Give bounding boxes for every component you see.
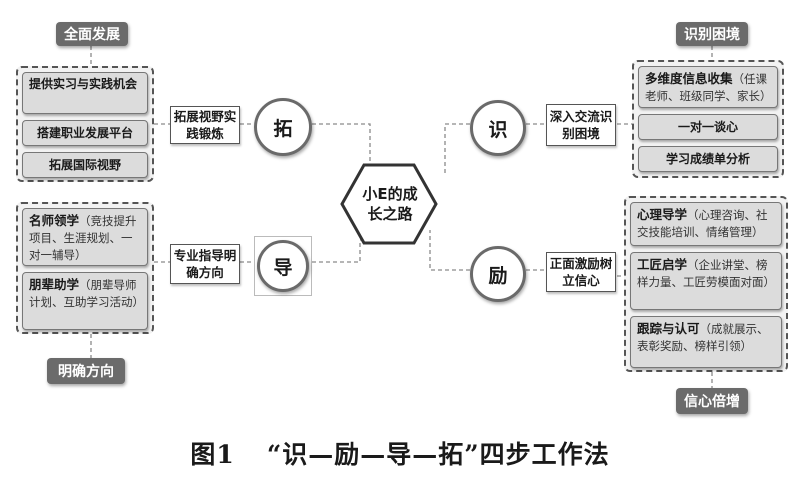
tag-label: 信心倍增 <box>684 394 740 410</box>
item-title: 名师领学 <box>29 213 80 228</box>
tag-label: 识别困境 <box>684 27 740 43</box>
item-desc: （心理咨询、社交技能培训、情绪管理） <box>637 208 768 239</box>
item-yiduiyi-tanxin: 一对一谈心 <box>638 114 778 140</box>
figure-number: 图1 <box>190 440 235 469</box>
item-text: 拓展国际视野 <box>48 157 121 172</box>
group-left-bottom: 名师领学（竞技提升项目、生涯规划、一对一辅导） 朋辈助学（朋辈导师计划、互助学习… <box>16 202 154 334</box>
label-zhuanye-zhidao: 专业指导明确方向 <box>170 244 240 284</box>
label-tuozhan-shiye: 拓展视野实践锻炼 <box>170 106 240 144</box>
item-xinli-daoxue: 心理导学（心理咨询、社交技能培训、情绪管理） <box>630 202 782 246</box>
tag-shibie-kunjing: 识别困境 <box>676 22 748 46</box>
circle-char: 拓 <box>273 117 293 140</box>
item-pengbei-zhuxue: 朋辈助学（朋辈导师计划、互助学习活动） <box>22 272 148 330</box>
figure-title: “识—励—导—拓”四步工作法 <box>266 440 610 469</box>
tag-label: 全面发展 <box>64 27 120 43</box>
label-text: 深入交流识别困境 <box>549 109 613 141</box>
item-title: 跟踪与认可 <box>637 321 700 336</box>
item-text: 一对一谈心 <box>677 119 738 134</box>
group-right-bottom: 心理导学（心理咨询、社交技能培训、情绪管理） 工匠启学（企业讲堂、榜样力量、工匠… <box>624 196 788 372</box>
item-mingshi-lingxue: 名师领学（竞技提升项目、生涯规划、一对一辅导） <box>22 208 148 266</box>
circle-dao-frame <box>254 236 312 296</box>
center-hexagon <box>340 163 438 245</box>
circle-char: 励 <box>488 264 508 287</box>
item-genzong-renke: 跟踪与认可（成就展示、表彰奖励、榜样引领） <box>630 316 782 368</box>
item-desc: （朋辈导师计划、互助学习活动） <box>29 278 144 309</box>
center-node-text: 小E的成长之路 <box>362 176 418 232</box>
circle-tuo: 拓 <box>254 98 312 156</box>
circle-li: 励 <box>470 246 526 302</box>
circle-char: 识 <box>488 118 508 141</box>
figure-caption: 图1 “识—励—导—拓”四步工作法 <box>0 433 800 473</box>
item-title: 朋辈助学 <box>29 277 80 292</box>
group-left-top: 提供实习与实践机会 搭建职业发展平台 拓展国际视野 <box>16 66 154 182</box>
item-guoji-shiye: 拓展国际视野 <box>22 152 148 178</box>
item-title: 心理导学 <box>637 207 688 222</box>
item-text: 学习成绩单分析 <box>665 151 750 166</box>
item-gongjiang-qixue: 工匠启学（企业讲堂、榜样力量、工匠劳模面对面） <box>630 252 782 310</box>
item-text: 搭建职业发展平台 <box>36 125 133 140</box>
item-desc: （竞技提升项目、生涯规划、一对一辅导） <box>29 214 137 262</box>
item-desc: （企业讲堂、榜样力量、工匠劳模面对面） <box>637 258 775 289</box>
label-zhengmian-jili: 正面激励树立信心 <box>546 252 616 292</box>
circle-char: 导 <box>273 256 293 279</box>
label-text: 专业指导明确方向 <box>173 248 237 280</box>
item-shixi-shijian: 提供实习与实践机会 <box>22 72 148 114</box>
item-text: 提供实习与实践机会 <box>29 77 138 91</box>
group-right-top: 多维度信息收集（任课老师、班级同学、家长） 一对一谈心 学习成绩单分析 <box>632 60 784 178</box>
tag-mingque-fangxiang: 明确方向 <box>47 358 125 384</box>
circle-shi: 识 <box>470 100 526 156</box>
item-desc: （任课老师、班级同学、家长） <box>645 72 772 103</box>
tag-label: 明确方向 <box>58 364 114 380</box>
label-shenru-jiaoliu: 深入交流识别困境 <box>546 104 616 146</box>
item-duoweidu-xinxi: 多维度信息收集（任课老师、班级同学、家长） <box>638 66 778 108</box>
item-title: 工匠启学 <box>637 257 688 272</box>
item-title: 多维度信息收集 <box>645 71 733 86</box>
center-text: 小E的成长之路 <box>362 185 418 223</box>
item-desc: （成就展示、表彰奖励、榜样引领） <box>637 322 769 353</box>
circle-dao: 导 <box>257 240 309 292</box>
item-chengjidan-fenxi: 学习成绩单分析 <box>638 146 778 172</box>
item-zhiye-pingtai: 搭建职业发展平台 <box>22 120 148 146</box>
label-text: 拓展视野实践锻炼 <box>173 109 237 141</box>
tag-quanmian-fazhan: 全面发展 <box>56 22 128 46</box>
label-text: 正面激励树立信心 <box>549 256 613 288</box>
tag-xinxin-beizeng: 信心倍增 <box>676 388 748 414</box>
